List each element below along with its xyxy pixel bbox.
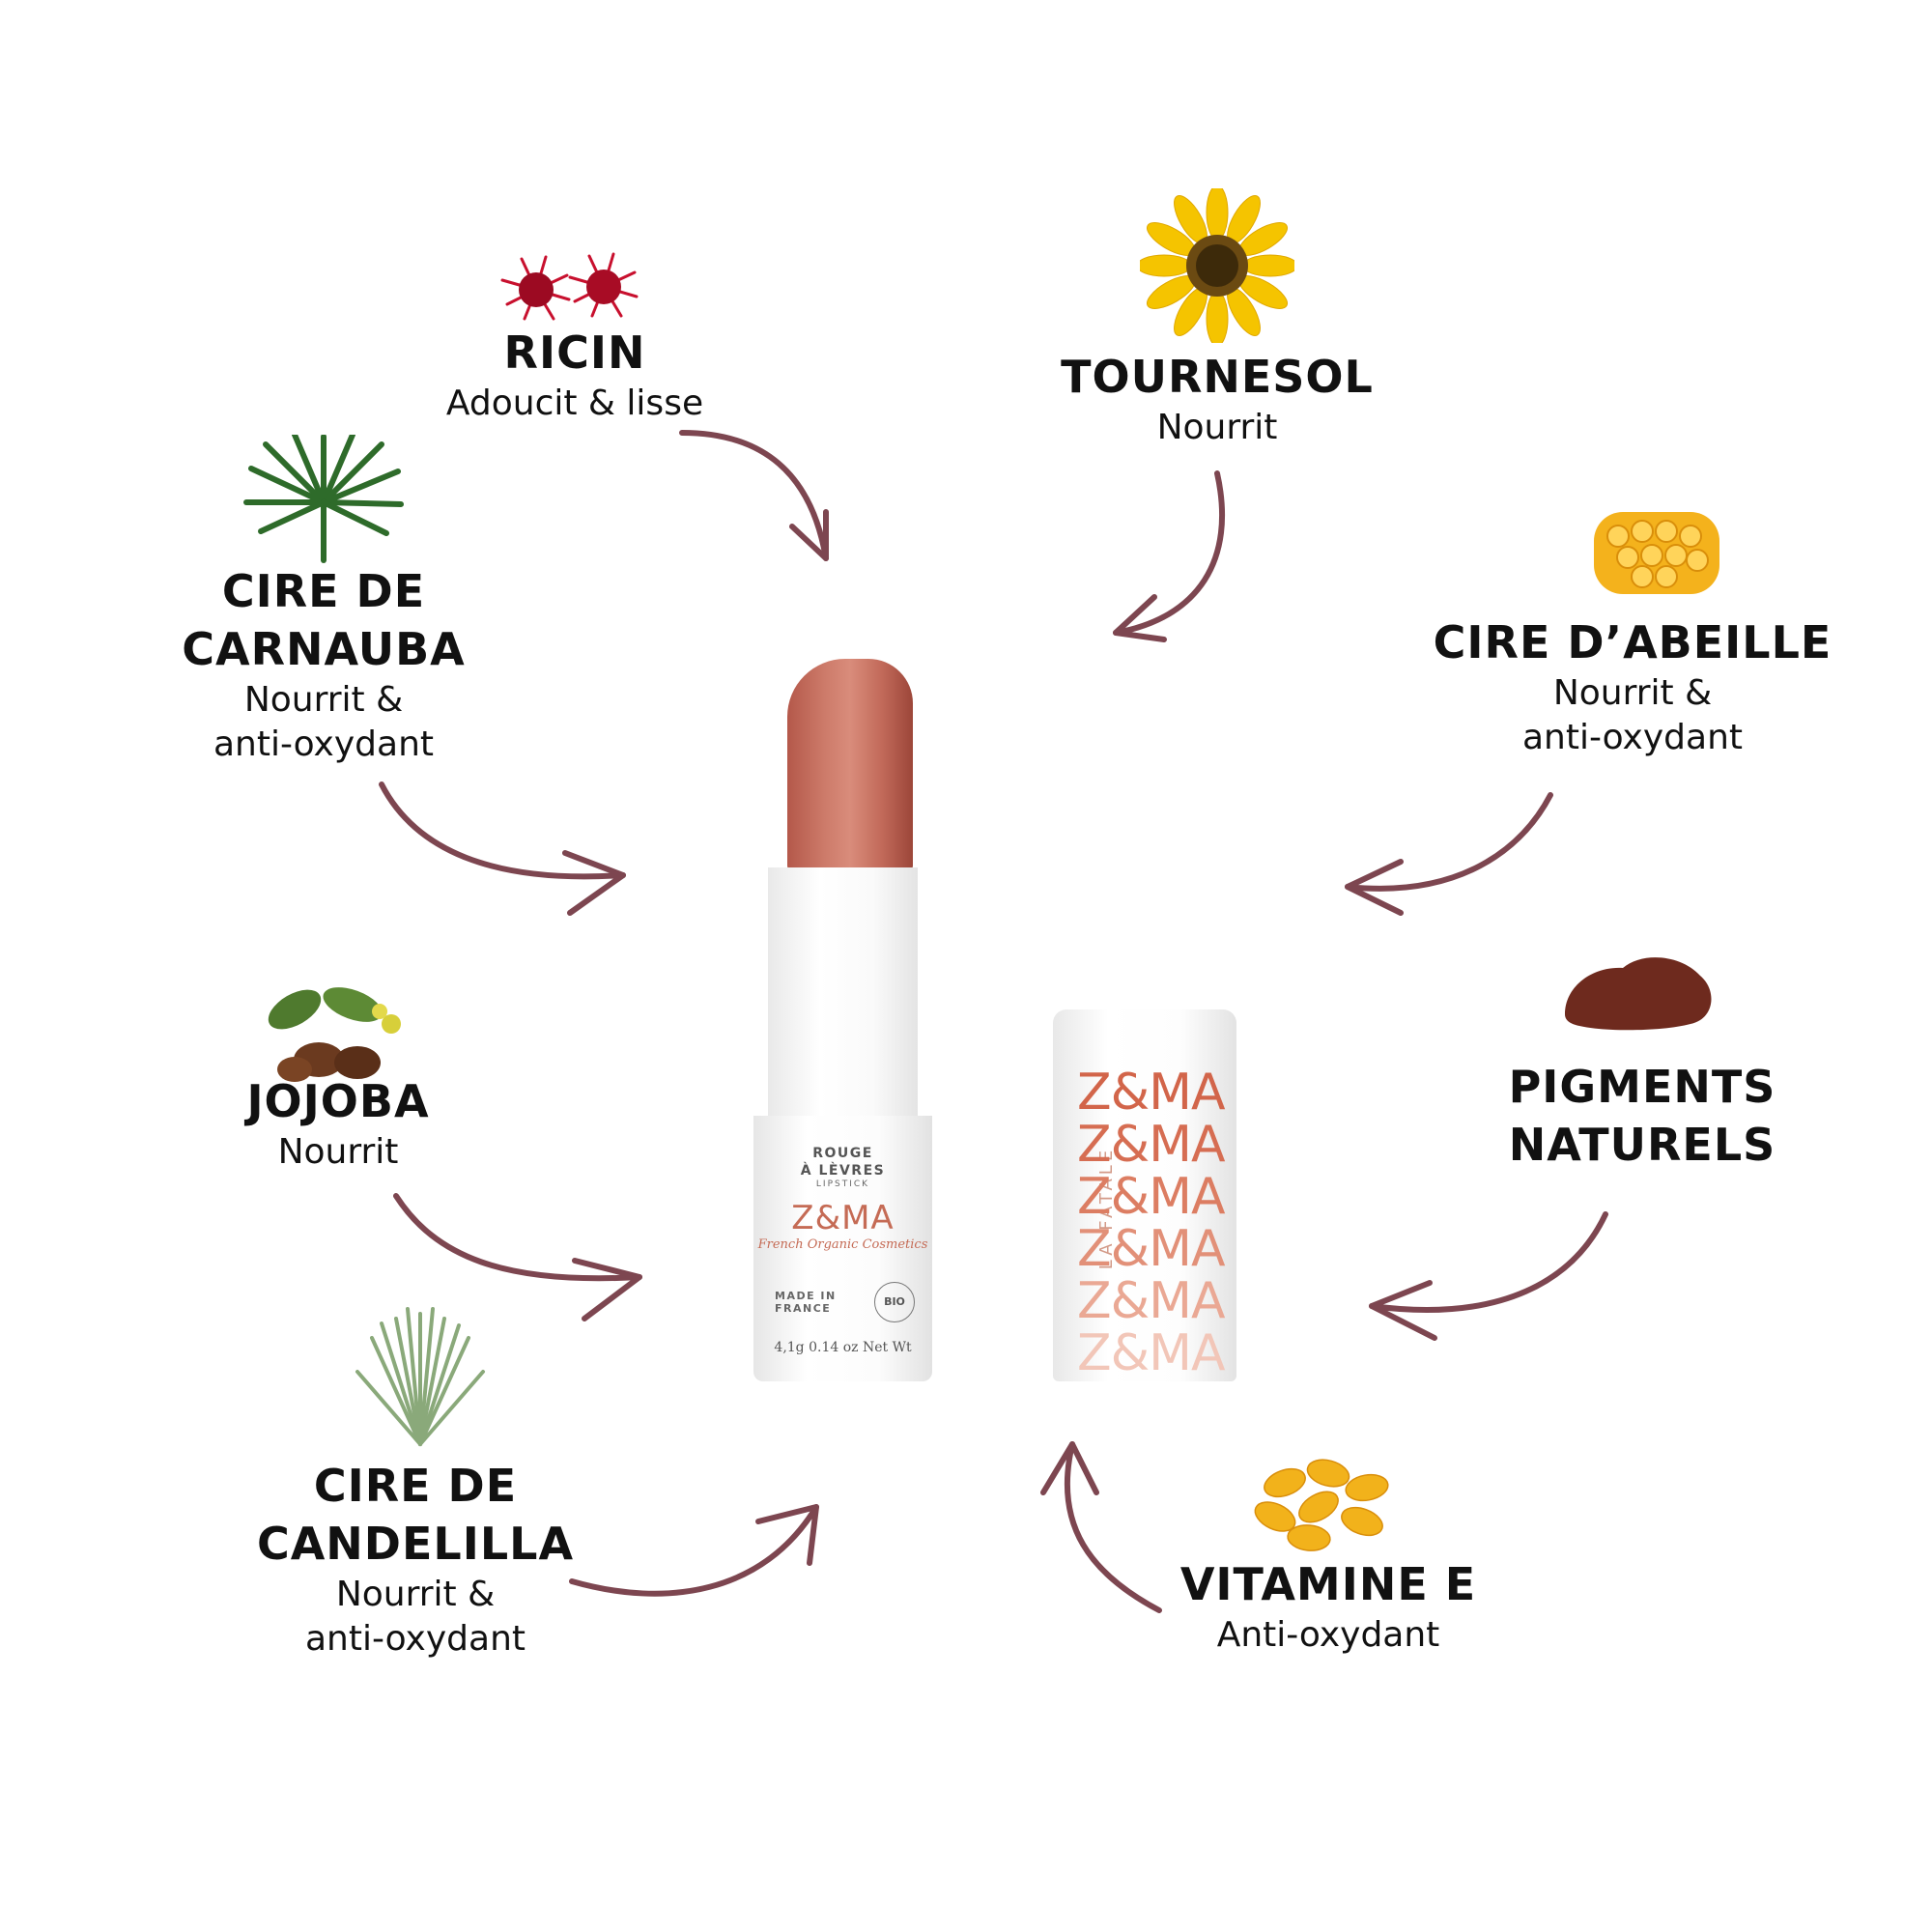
jojoba-seeds-icon: [256, 980, 420, 1092]
ingredient-carnauba: CIRE DE CARNAUBA Nourrit & anti-oxydant: [155, 562, 493, 767]
ingredient-candelilla: CIRE DE CANDELILLA Nourrit & anti-oxydan…: [242, 1457, 589, 1662]
ingredient-benefit: Nourrit: [1156, 408, 1278, 447]
lipstick-cap: LA FATALE Z&MA Z&MA Z&MA Z&MA Z&MA Z&MA: [1053, 1009, 1236, 1381]
palm-leaf-icon: [242, 432, 406, 570]
ingredient-benefit: Anti-oxydant: [1216, 1615, 1440, 1655]
ingredient-name: CIRE DE CARNAUBA: [182, 565, 466, 675]
ricin-flower-icon: [493, 246, 647, 338]
ingredient-tournesol: TOURNESOL Nourrit: [1034, 348, 1401, 450]
ingredient-benefit: Adoucit & lisse: [445, 384, 704, 423]
ingredient-benefit: Nourrit: [277, 1132, 399, 1172]
arrow-vitamine: [1040, 1441, 1162, 1613]
product-tagline: French Organic Cosmetics: [757, 1237, 928, 1252]
ingredient-jojoba: JOJOBA Nourrit: [203, 1072, 473, 1175]
ingredient-name: CIRE D’ABEILLE: [1433, 616, 1833, 668]
sunflower-icon: [1136, 185, 1298, 348]
product-weight: 4,1g 0.14 oz Net Wt: [774, 1340, 912, 1355]
cap-brand-row: Z&MA: [1077, 1220, 1226, 1278]
ingredient-name: RICIN: [503, 327, 646, 379]
ingredient-ricin: RICIN Adoucit & lisse: [425, 324, 724, 426]
arrow-pigments: [1369, 1211, 1608, 1341]
cap-brand-row: Z&MA: [1077, 1324, 1226, 1381]
cap-brand-row: Z&MA: [1077, 1272, 1226, 1330]
ingredient-benefit: Nourrit & anti-oxydant: [304, 1575, 526, 1659]
product-label-subtitle: LIPSTICK: [815, 1179, 870, 1189]
product-label-title: ROUGE À LÈVRES: [800, 1146, 886, 1179]
ingredient-name: CIRE DE CANDELILLA: [256, 1460, 575, 1570]
ingredient-name: VITAMINE E: [1179, 1558, 1477, 1610]
made-in-france-label: MADE IN FRANCE: [775, 1290, 837, 1315]
lipstick-bullet: [787, 659, 913, 871]
honeycomb-icon: [1589, 507, 1724, 604]
lipstick-tube-base: ROUGE À LÈVRES LIPSTICK Z&MA French Orga…: [753, 1116, 932, 1381]
ingredient-benefit: Nourrit & anti-oxydant: [1521, 673, 1744, 757]
arrow-tournesol: [1113, 470, 1226, 642]
bio-badge-icon: BIO: [874, 1282, 915, 1322]
ingredient-pigments: PIGMENTS NATURELS: [1488, 1058, 1797, 1174]
candelilla-plant-icon: [348, 1304, 493, 1454]
arrow-abeille: [1345, 792, 1553, 916]
lipstick-tube-upper: [768, 867, 918, 1119]
ingredient-name: PIGMENTS NATURELS: [1508, 1061, 1776, 1171]
ingredient-benefit: Nourrit & anti-oxydant: [213, 680, 435, 764]
arrow-carnauba: [379, 781, 626, 916]
ingredient-name: JOJOBA: [246, 1075, 430, 1127]
arrow-ricin: [679, 430, 829, 561]
cap-brand-row: Z&MA: [1077, 1064, 1226, 1122]
ingredient-abeille: CIRE D’ABEILLE Nourrit & anti-oxydant: [1420, 613, 1845, 760]
cap-brand-row: Z&MA: [1077, 1116, 1226, 1174]
arrow-candelilla: [569, 1504, 819, 1597]
vitamin-capsules-icon: [1246, 1449, 1401, 1560]
product-brand-logo: Z&MA: [791, 1199, 895, 1237]
arrow-jojoba: [393, 1193, 642, 1321]
ingredient-vitamine: VITAMINE E Anti-oxydant: [1169, 1555, 1488, 1658]
ingredient-name: TOURNESOL: [1061, 351, 1374, 403]
pigment-powder-icon: [1555, 947, 1719, 1038]
cap-brand-row: Z&MA: [1077, 1168, 1226, 1226]
